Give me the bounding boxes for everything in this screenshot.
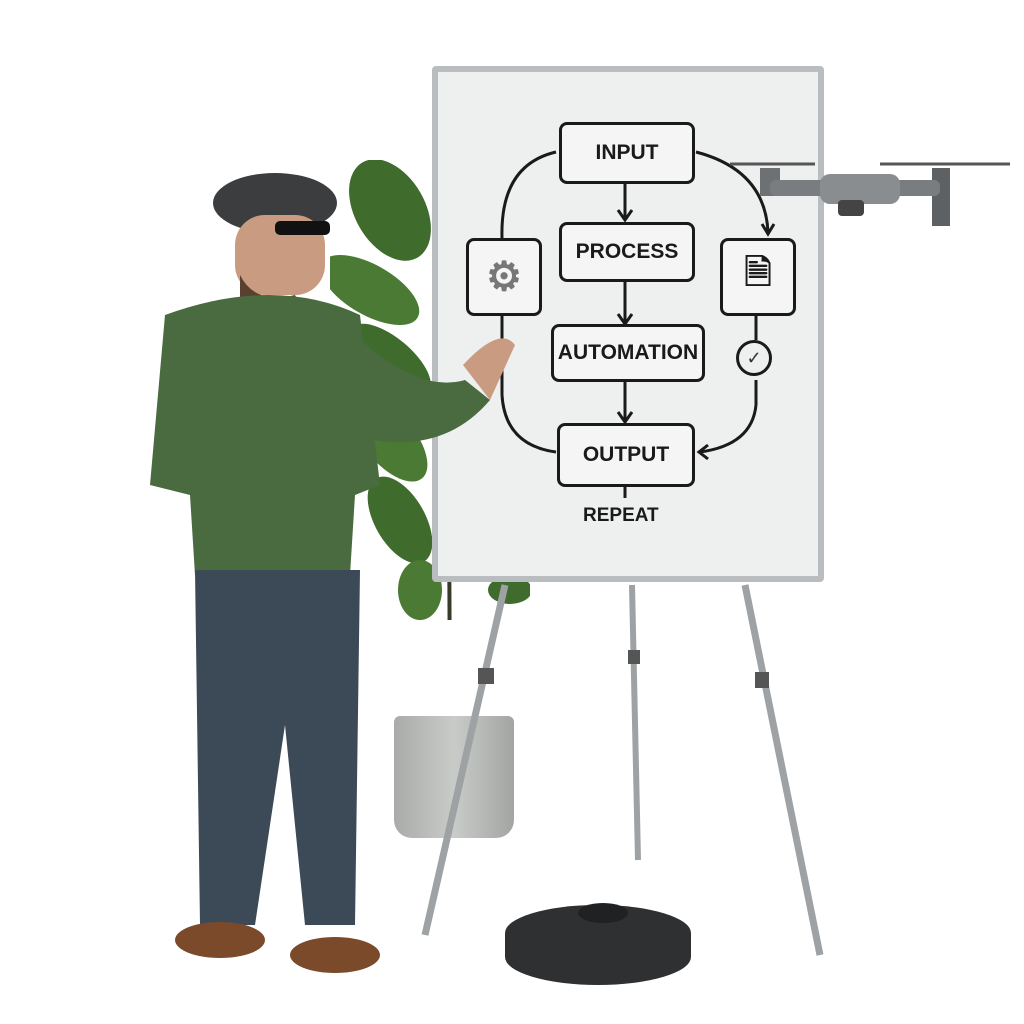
- whiteboard: [432, 66, 824, 582]
- drone: [730, 162, 1010, 226]
- robot-vacuum-lidar: [578, 903, 628, 923]
- person: [145, 165, 525, 975]
- flow-step-process: PROCESS: [559, 222, 695, 282]
- check-circle-icon: ✓: [736, 340, 772, 376]
- flow-step-input: INPUT: [559, 122, 695, 184]
- document-icon: 🗎: [720, 238, 796, 316]
- flow-footer-repeat: REPEAT: [583, 505, 659, 526]
- flow-step-automation: AUTOMATION: [551, 324, 705, 382]
- flow-step-output: OUTPUT: [557, 423, 695, 487]
- gear-icon: ⚙: [466, 238, 542, 316]
